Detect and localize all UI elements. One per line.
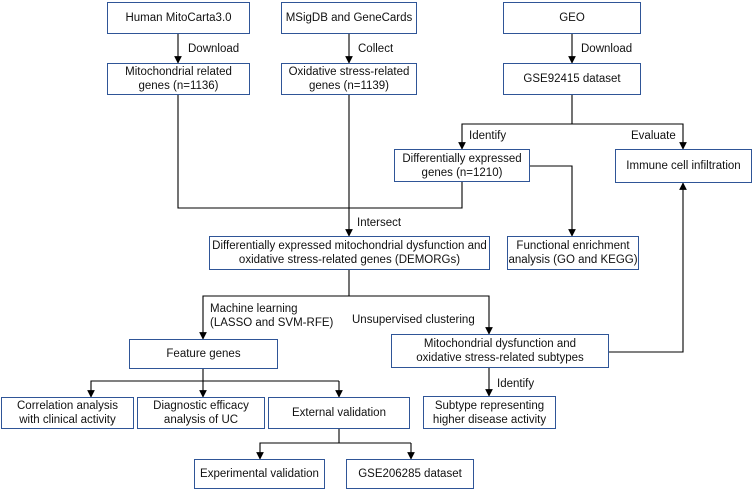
box-gse92415: GSE92415 dataset: [503, 63, 641, 95]
box-immune: Immune cell infiltration: [615, 149, 752, 183]
box-mito-genes: Mitochondrial related genes (n=1136): [107, 63, 250, 95]
box-degs: Differentially expressed genes (n=1210): [394, 149, 530, 182]
arrow-subtypes-to-immune: [609, 182, 687, 353]
label-download-2: Download: [581, 43, 633, 55]
box-gse206285: GSE206285 dataset: [346, 459, 474, 489]
box-demorgs: Differentially expressed mitochondrial d…: [209, 236, 490, 270]
box-experimental: Experimental validation: [194, 459, 325, 489]
line-demorgs-split: [348, 270, 493, 335]
arrow-degs-to-functional: [530, 165, 576, 237]
box-correlation: Correlation analysis with clinical activ…: [1, 397, 134, 429]
arrow-gse-to-immune: [572, 123, 687, 150]
arrow-to-experimental: [256, 442, 411, 460]
label-evaluate: Evaluate: [631, 130, 676, 142]
label-collect: Collect: [358, 43, 394, 55]
label-identify-2: Identify: [497, 378, 535, 390]
box-mitocarta: Human MitoCarta3.0: [107, 2, 250, 34]
box-ox-genes: Oxidative stress-related genes (n=1139): [281, 63, 417, 95]
box-functional: Functional enrichment analysis (GO and K…: [507, 236, 639, 270]
arrow-to-feature: [199, 295, 349, 340]
line-mito-to-intersect: [177, 95, 463, 209]
box-feature-genes: Feature genes: [129, 339, 278, 369]
box-msigdb: MSigDB and GeneCards: [281, 2, 417, 34]
label-intersect: Intersect: [357, 217, 402, 229]
box-external: External validation: [268, 397, 410, 429]
box-subtypes: Mitochondrial dysfunction and oxidative …: [391, 334, 609, 368]
label-machine-learning: Machine learning (LASSO and SVM-RFE): [210, 303, 334, 329]
box-geo: GEO: [503, 2, 641, 34]
label-unsupervised: Unsupervised clustering: [352, 314, 475, 326]
arrow-to-correlation: [87, 380, 339, 398]
arrow-gse-to-degs: [458, 95, 573, 150]
box-diagnostic: Diagnostic efficacy analysis of UC: [137, 397, 265, 429]
box-subtype-rep: Subtype representing higher disease acti…: [423, 396, 556, 429]
label-download-1: Download: [188, 43, 240, 55]
label-identify-1: Identify: [469, 130, 507, 142]
